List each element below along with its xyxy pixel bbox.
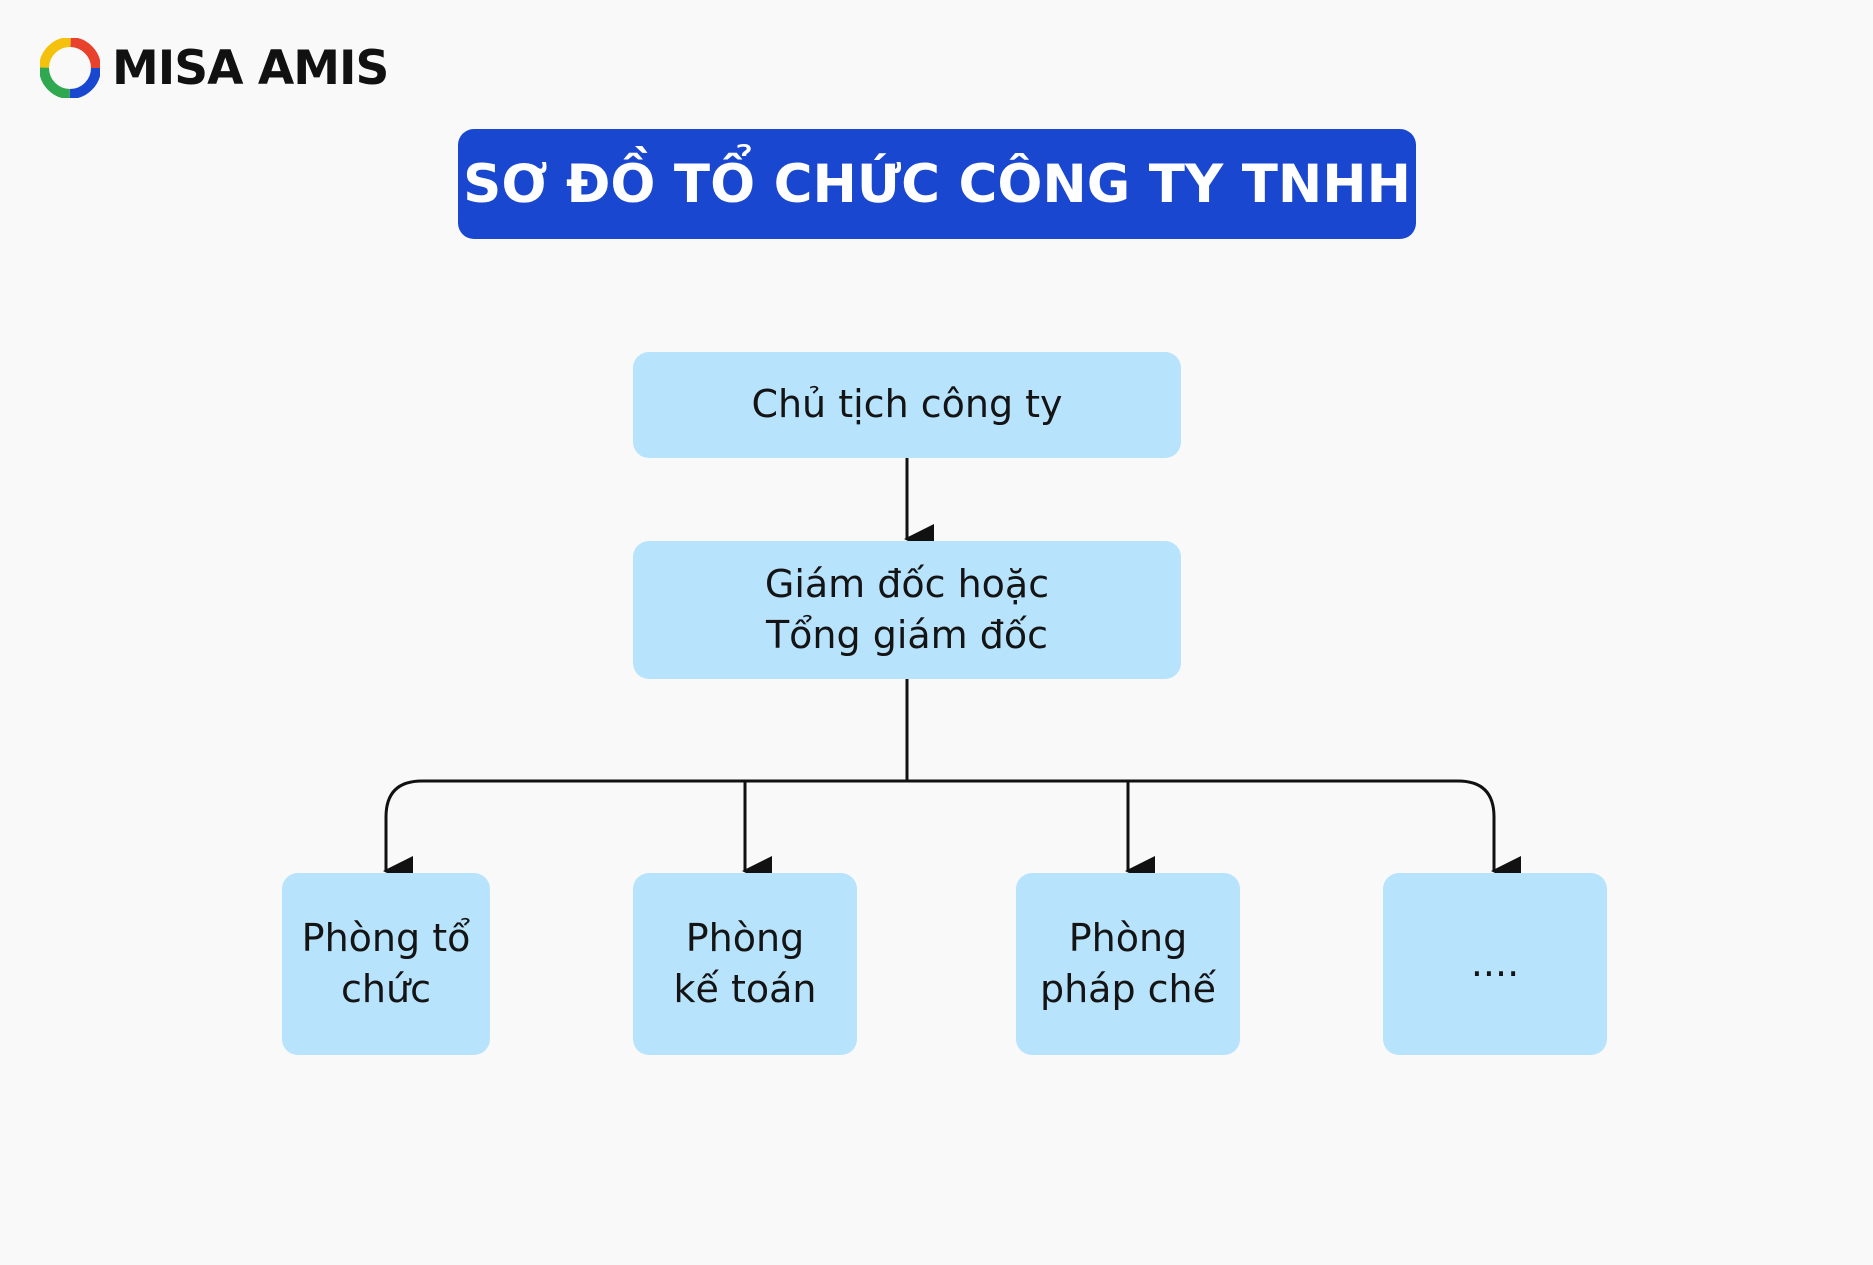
- node-department-label: ....: [1470, 941, 1520, 986]
- node-department-more: ....: [1383, 873, 1607, 1055]
- node-director-label: Giám đốc hoặc Tổng giám đốc: [764, 561, 1050, 657]
- misa-amis-logo-icon: [40, 38, 100, 98]
- node-department-label: Phòng tổ chức: [301, 915, 471, 1011]
- node-department-label: Phòng pháp chế: [1039, 915, 1217, 1011]
- node-director: Giám đốc hoặc Tổng giám đốc: [633, 541, 1181, 679]
- node-chairman: Chủ tịch công ty: [633, 352, 1181, 458]
- node-department-label: Phòng kế toán: [673, 915, 817, 1011]
- title-banner: SƠ ĐỒ TỔ CHỨC CÔNG TY TNHH: [458, 129, 1416, 239]
- connector-dept-4: [1457, 779, 1521, 886]
- node-department-accounting: Phòng kế toán: [633, 873, 857, 1055]
- connector-dept-1: [383, 779, 423, 886]
- diagram-title: SƠ ĐỒ TỔ CHỨC CÔNG TY TNHH: [463, 153, 1411, 215]
- node-department-organization: Phòng tổ chức: [282, 873, 490, 1055]
- brand-name: MISA AMIS: [112, 40, 389, 96]
- brand-logo: MISA AMIS: [40, 38, 389, 98]
- node-chairman-label: Chủ tịch công ty: [751, 382, 1063, 427]
- node-department-legal: Phòng pháp chế: [1016, 873, 1240, 1055]
